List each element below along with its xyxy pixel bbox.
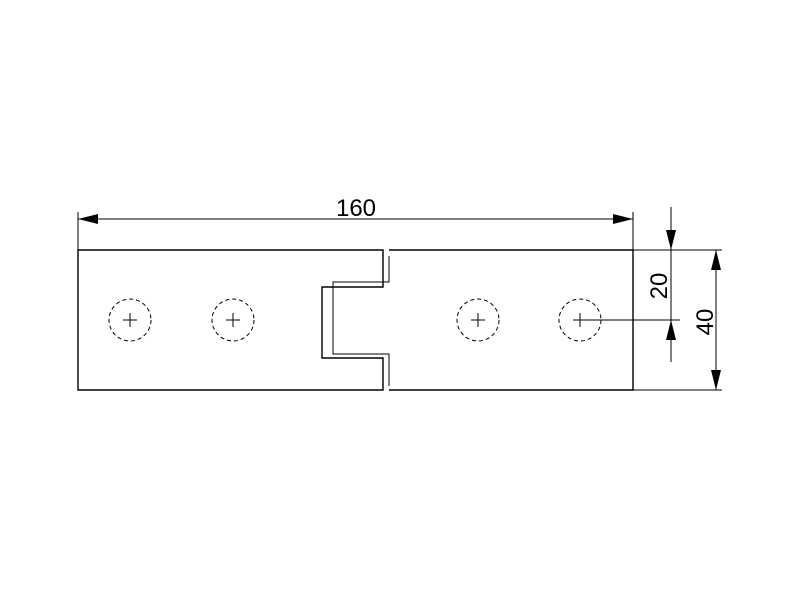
mounting-hole-1 [108,298,152,342]
hole-offset-label: 20 [646,273,673,300]
mounting-hole-2 [211,298,255,342]
length-label: 160 [336,195,376,222]
left-hinge-leaf [77,249,384,391]
mounting-hole-3 [456,298,500,342]
hole-offset-dimension: 20 [646,207,676,362]
arrow-right-icon [613,214,633,224]
arrow-up-icon [711,250,721,270]
height-dimension: 40 [692,250,721,390]
arrow-up-icon [666,320,676,340]
slot-inner-line [332,256,390,386]
height-label: 40 [692,309,719,336]
arrow-down-icon [666,230,676,250]
arrow-left-icon [78,214,98,224]
length-dimension: 160 [77,195,634,250]
arrow-down-icon [711,370,721,390]
